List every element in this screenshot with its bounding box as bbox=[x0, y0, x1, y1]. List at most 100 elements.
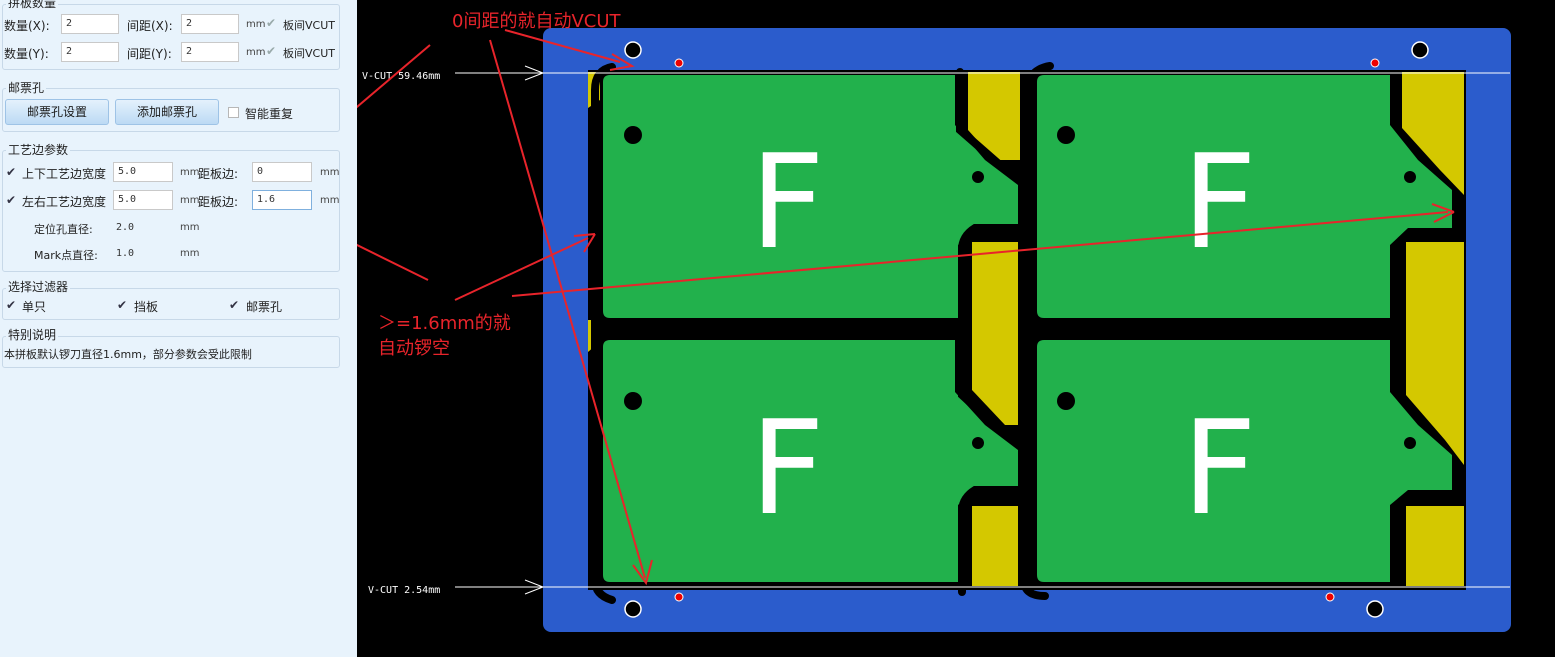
lr-edge-label: 左右工艺边宽度 bbox=[22, 195, 107, 209]
vcut-lines: V-CUT 59.46mm V-CUT 2.54mm bbox=[362, 65, 1510, 596]
mark-diameter-label: Mark点直径: bbox=[34, 249, 98, 262]
mark-diameter-unit: mm bbox=[180, 248, 200, 259]
filter-stamp-checkbox[interactable]: ✔ bbox=[228, 298, 240, 312]
hole-diameter-label: 定位孔直径: bbox=[34, 223, 93, 236]
lr-width-input[interactable]: 5.0 bbox=[113, 190, 173, 210]
tb-dist-label: 距板边: bbox=[198, 167, 239, 181]
gap-y-input[interactable]: 2 bbox=[181, 42, 239, 62]
tooling-hole-bottom-right bbox=[1366, 600, 1384, 618]
annotation-top: 0间距的就自动VCUT bbox=[452, 11, 621, 32]
hole-diameter-value: 2.0 bbox=[116, 222, 135, 233]
tb-edge-checkbox[interactable]: ✔ bbox=[5, 165, 17, 179]
hole-diameter-unit: mm bbox=[180, 222, 200, 233]
arrow-mid-to-input bbox=[357, 243, 429, 281]
board-unit-bottom-right bbox=[1037, 340, 1452, 582]
vcut-y-label: 板间VCUT bbox=[283, 47, 335, 60]
annotation-arrows bbox=[357, 29, 1455, 586]
board-unit-top-left bbox=[603, 75, 1018, 318]
copper-top-right bbox=[1402, 72, 1464, 195]
pcb-preview-canvas[interactable]: F F F F V-CUT 59.46mm V-CUT 2.54mm bbox=[357, 0, 1555, 657]
arrowhead-mid-to-board bbox=[573, 233, 596, 253]
vcut-bottom-label: V-CUT 2.54mm bbox=[368, 585, 440, 596]
gap-x-label: 间距(X): bbox=[127, 19, 173, 33]
vcut-arrow-bottom bbox=[524, 579, 545, 595]
count-x-input[interactable]: 2 bbox=[61, 14, 119, 34]
filter-group bbox=[2, 288, 340, 320]
silk-letter-top-left: F bbox=[750, 126, 825, 278]
filter-group-title: 选择过滤器 bbox=[6, 278, 71, 295]
vcut-arrow-top bbox=[524, 65, 545, 81]
smart-repeat-label: 智能重复 bbox=[245, 107, 294, 121]
silk-letter-top-right: F bbox=[1182, 126, 1257, 278]
copper-center-right bbox=[1406, 242, 1464, 465]
copper-top-middle bbox=[968, 72, 1020, 160]
add-stamp-button[interactable]: 添加邮票孔 bbox=[115, 99, 219, 125]
copper-bottom-right bbox=[1406, 506, 1464, 586]
silk-letter-bottom-left: F bbox=[750, 392, 825, 544]
board-units bbox=[603, 75, 1452, 582]
stamp-settings-button[interactable]: 邮票孔设置 bbox=[5, 99, 109, 125]
process-group bbox=[2, 150, 340, 272]
vcut-y-checkbox[interactable]: ✔ bbox=[265, 44, 277, 58]
arrow-mid-to-board bbox=[454, 237, 589, 301]
silkscreen-letters: F F F F bbox=[750, 126, 1257, 544]
arrow-top-to-bottom bbox=[489, 39, 646, 579]
filter-single-checkbox[interactable]: ✔ bbox=[5, 298, 17, 312]
array-group-title: 拼板数量 bbox=[6, 0, 59, 11]
tooling-hole-top-left bbox=[624, 41, 642, 59]
process-group-title: 工艺边参数 bbox=[6, 141, 71, 158]
mark-point-top-right bbox=[1370, 58, 1380, 68]
gap-x-input[interactable]: 2 bbox=[181, 14, 239, 34]
filter-stamp-label: 邮票孔 bbox=[246, 300, 283, 314]
annotation-mid-line1: ＞=1.6mm的就 bbox=[378, 313, 511, 334]
mark-point-bottom-left bbox=[674, 592, 684, 602]
board-unit-bottom-left bbox=[603, 340, 1018, 582]
count-x-label: 数量(X): bbox=[4, 19, 50, 33]
copper-regions bbox=[588, 72, 1464, 586]
mark-points bbox=[674, 58, 1380, 602]
copper-bottom-middle bbox=[972, 506, 1018, 586]
lr-width-unit: mm bbox=[180, 195, 200, 206]
tb-dist-unit: mm bbox=[320, 167, 340, 178]
mark-diameter-value: 1.0 bbox=[116, 248, 135, 259]
gap-x-unit: mm bbox=[246, 19, 266, 30]
lr-dist-input[interactable]: 1.6 bbox=[252, 190, 312, 210]
gap-y-unit: mm bbox=[246, 47, 266, 58]
arrowhead-top-to-bottom bbox=[632, 559, 653, 586]
filter-baffle-checkbox[interactable]: ✔ bbox=[116, 298, 128, 312]
tb-width-unit: mm bbox=[180, 167, 200, 178]
arrow-top-to-input bbox=[357, 44, 431, 109]
tooling-hole-bottom-left bbox=[624, 600, 642, 618]
array-group bbox=[2, 4, 340, 70]
router-paths bbox=[591, 62, 1054, 604]
arrow-mid-to-right bbox=[511, 211, 1449, 297]
smart-repeat-checkbox[interactable] bbox=[228, 107, 239, 118]
stamp-group-title: 邮票孔 bbox=[6, 79, 47, 96]
note-group bbox=[2, 336, 340, 368]
count-y-label: 数量(Y): bbox=[4, 47, 49, 61]
annotation-mid-line2: 自动锣空 bbox=[378, 338, 450, 359]
note-text: 本拼板默认锣刀直径1.6mm，部分参数会受此限制 bbox=[4, 348, 252, 361]
vcut-x-checkbox[interactable]: ✔ bbox=[265, 16, 277, 30]
arrowhead-top-to-vcut bbox=[609, 53, 635, 71]
board-unit-top-right bbox=[1037, 75, 1452, 318]
board-holes bbox=[624, 126, 1416, 449]
settings-panel: 拼板数量 数量(X): 2 间距(X): 2 mm ✔ 板间VCUT 数量(Y)… bbox=[0, 0, 357, 657]
arrowhead-mid-to-right bbox=[1431, 203, 1455, 223]
mark-point-top-left bbox=[674, 58, 684, 68]
silk-letter-bottom-right: F bbox=[1182, 392, 1257, 544]
arrow-top-to-vcut bbox=[504, 29, 621, 63]
vcut-top-label: V-CUT 59.46mm bbox=[362, 71, 440, 82]
mark-point-bottom-right bbox=[1325, 592, 1335, 602]
tb-width-input[interactable]: 5.0 bbox=[113, 162, 173, 182]
lr-dist-label: 距板边: bbox=[198, 195, 239, 209]
tooling-hole-top-right bbox=[1411, 41, 1429, 59]
count-y-input[interactable]: 2 bbox=[61, 42, 119, 62]
note-group-title: 特别说明 bbox=[6, 326, 59, 343]
tb-edge-label: 上下工艺边宽度 bbox=[22, 167, 107, 181]
vcut-x-label: 板间VCUT bbox=[283, 19, 335, 32]
filter-baffle-label: 挡板 bbox=[134, 300, 159, 314]
tb-dist-input[interactable]: 0 bbox=[252, 162, 312, 182]
lr-edge-checkbox[interactable]: ✔ bbox=[5, 193, 17, 207]
gap-y-label: 间距(Y): bbox=[127, 47, 172, 61]
